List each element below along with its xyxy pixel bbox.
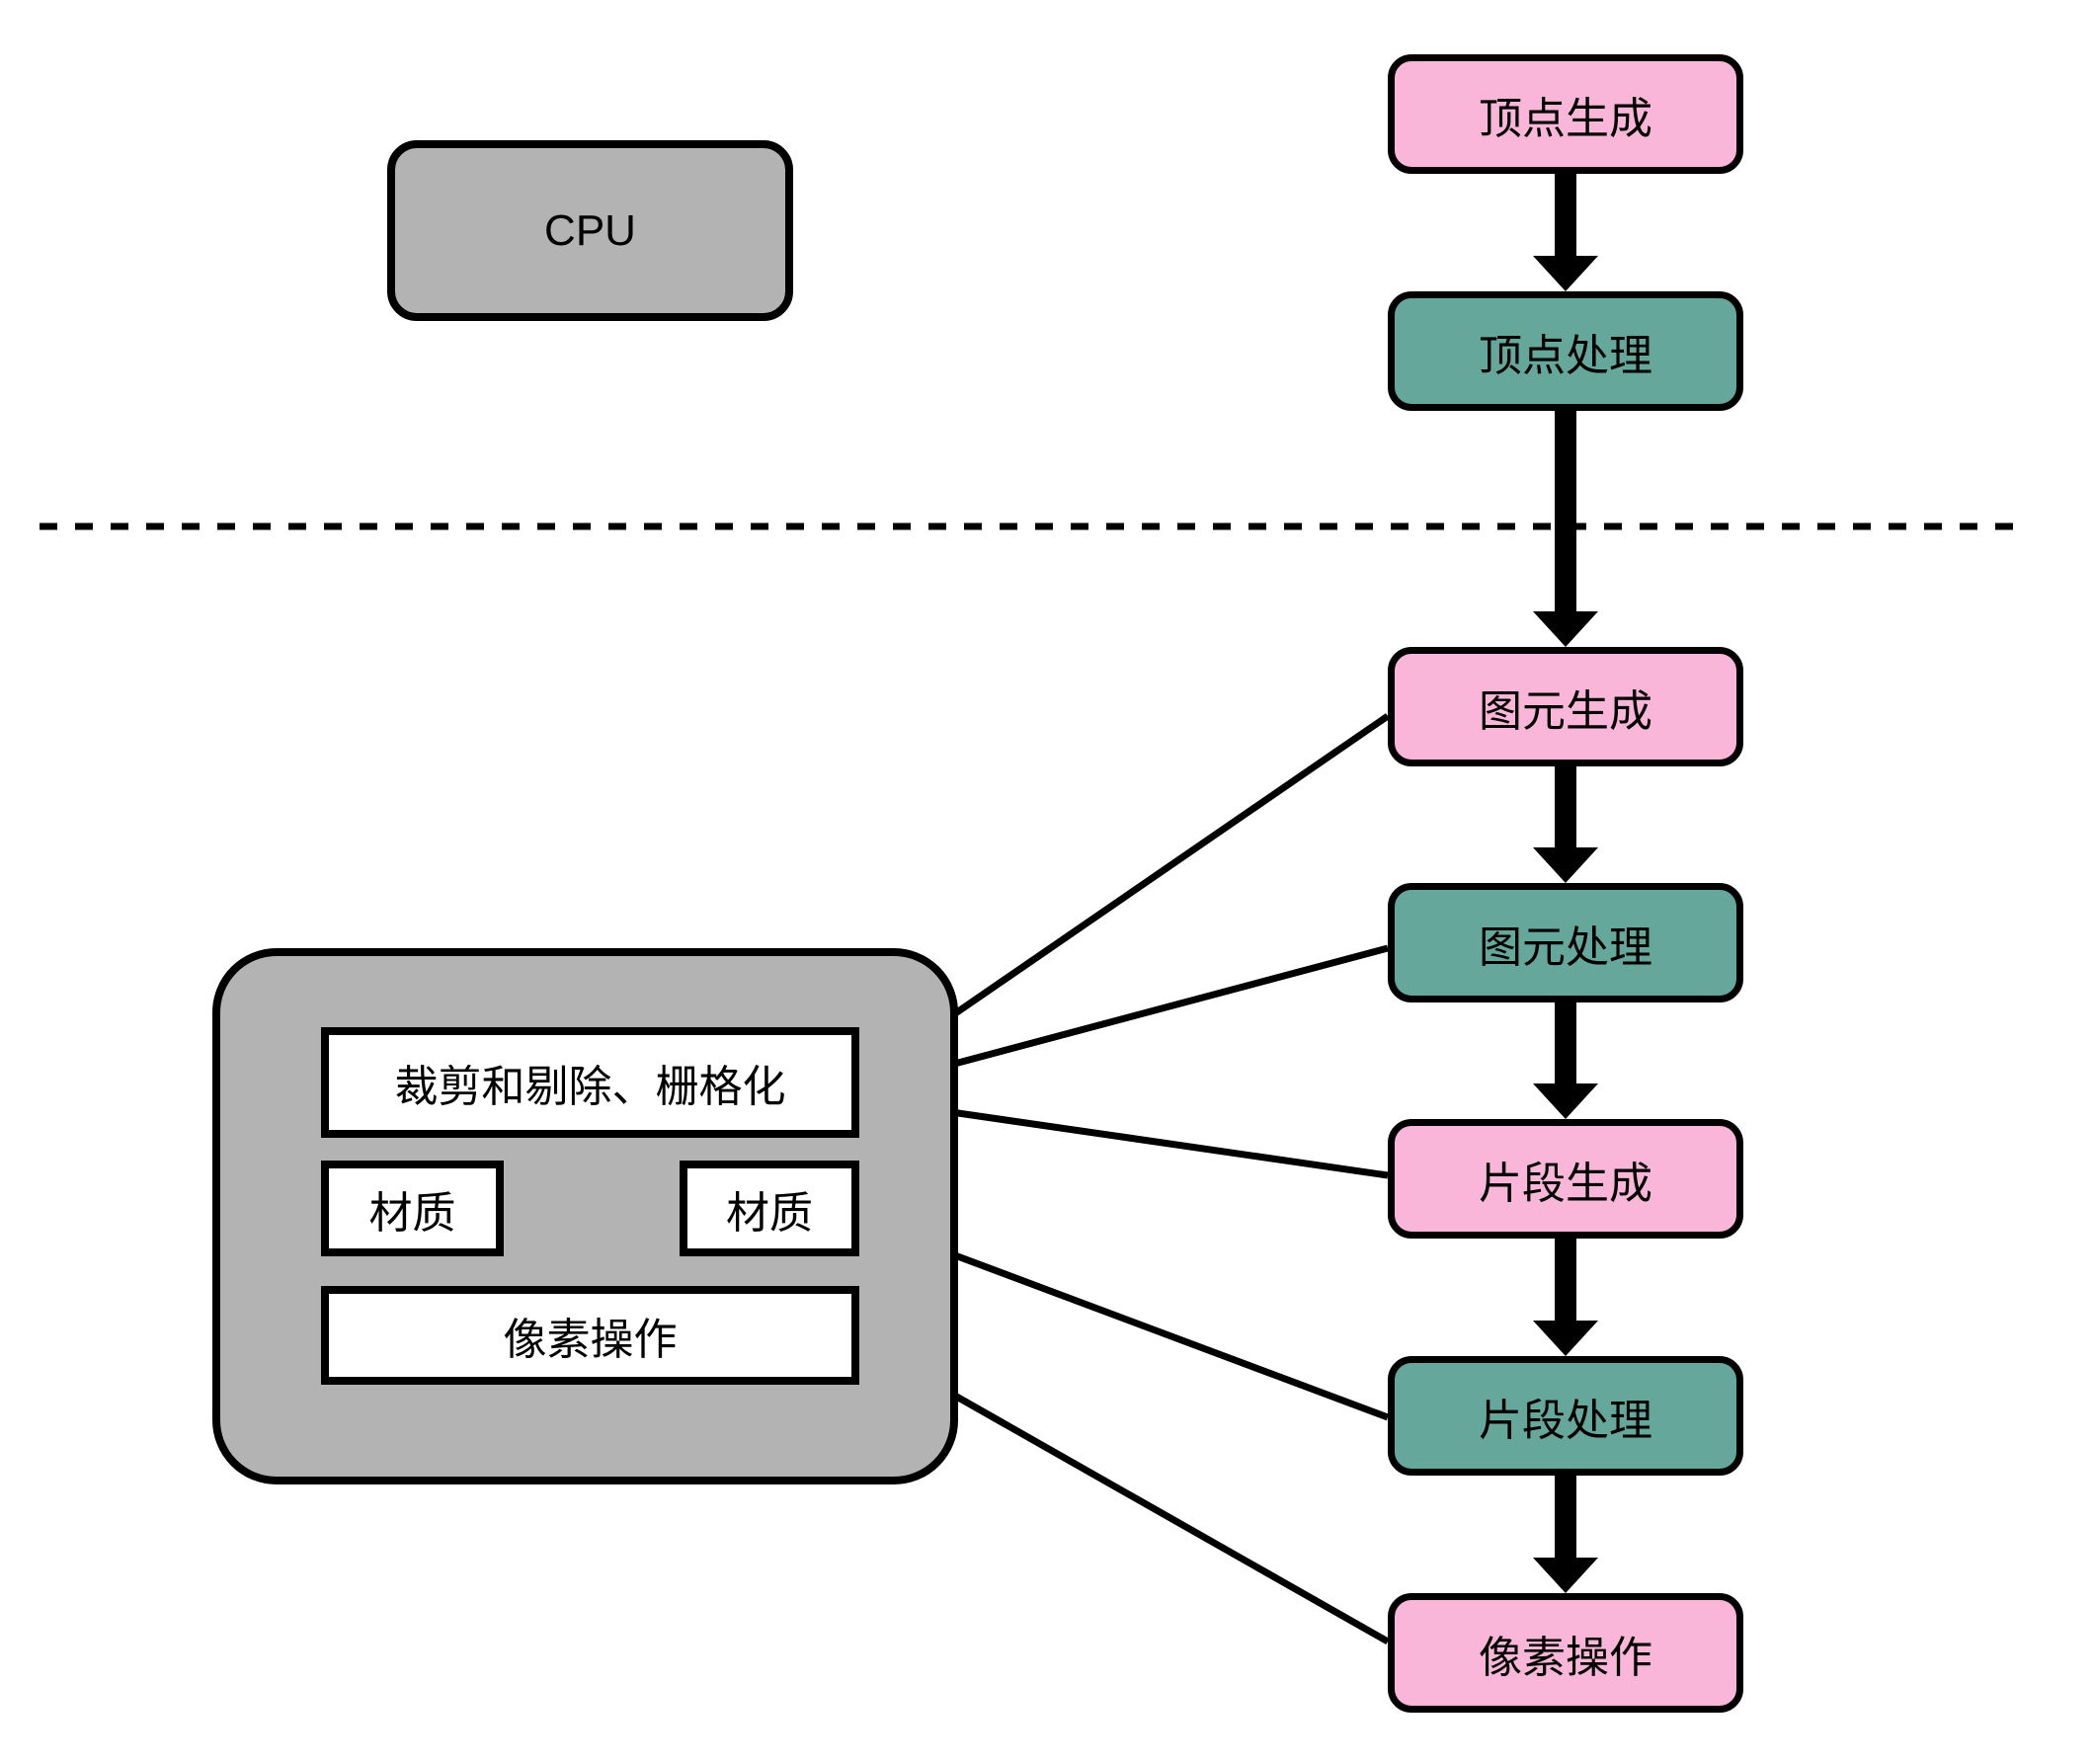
- stage-fragment-generation-label: 片段生成: [1479, 1159, 1652, 1208]
- unit-texture-left: 材质: [321, 1161, 504, 1256]
- stage-fragment-processing: 片段处理: [1388, 1356, 1743, 1476]
- stage-vertex-generation: 顶点生成: [1388, 54, 1743, 174]
- stage-primitive-generation: 图元生成: [1388, 647, 1743, 766]
- arrow-vertex-gen-to-vertex-proc: [1533, 174, 1598, 291]
- unit-texture-right: 材质: [680, 1161, 859, 1256]
- stage-primitive-generation-label: 图元生成: [1479, 686, 1652, 736]
- arrow-fragment-proc-to-pixel-ops: [1533, 1476, 1598, 1593]
- stage-primitive-processing: 图元处理: [1388, 883, 1743, 1002]
- arrow-primitive-gen-to-primitive-proc: [1533, 766, 1598, 883]
- arrow-pixel-ops-to-pixel-unit: [851, 1319, 1390, 1645]
- stage-fragment-processing-label: 片段处理: [1479, 1396, 1652, 1445]
- unit-clip-cull-rasterize: 裁剪和剔除、栅格化: [321, 1027, 859, 1138]
- unit-pixel-operations-label: 像素操作: [503, 1316, 678, 1364]
- arrow-fragment-gen-to-fragment-proc: [1533, 1239, 1598, 1356]
- stage-vertex-processing: 顶点处理: [1388, 291, 1743, 411]
- arrow-vertex-proc-to-primitive-gen: [1533, 408, 1598, 647]
- stage-primitive-processing-label: 图元处理: [1479, 922, 1652, 972]
- arrow-primitive-proc-to-fragment-gen: [1533, 1002, 1598, 1119]
- cpu-label: CPU: [544, 205, 636, 255]
- unit-texture-left-label: 材质: [368, 1188, 456, 1238]
- arrow-fragment-proc-to-texture-unit: [855, 1193, 1390, 1421]
- cpu-box: CPU: [387, 140, 793, 321]
- unit-pixel-operations: 像素操作: [321, 1286, 859, 1385]
- stage-pixel-operations-label: 像素操作: [1479, 1633, 1652, 1682]
- stage-pixel-operations: 像素操作: [1388, 1593, 1743, 1713]
- unit-clip-cull-rasterize-label: 裁剪和剔除、栅格化: [394, 1063, 786, 1111]
- stage-vertex-generation-label: 顶点生成: [1479, 94, 1652, 143]
- stage-fragment-generation: 片段生成: [1388, 1119, 1743, 1239]
- stage-vertex-processing-label: 顶点处理: [1479, 331, 1652, 380]
- unit-texture-right-label: 材质: [726, 1188, 813, 1238]
